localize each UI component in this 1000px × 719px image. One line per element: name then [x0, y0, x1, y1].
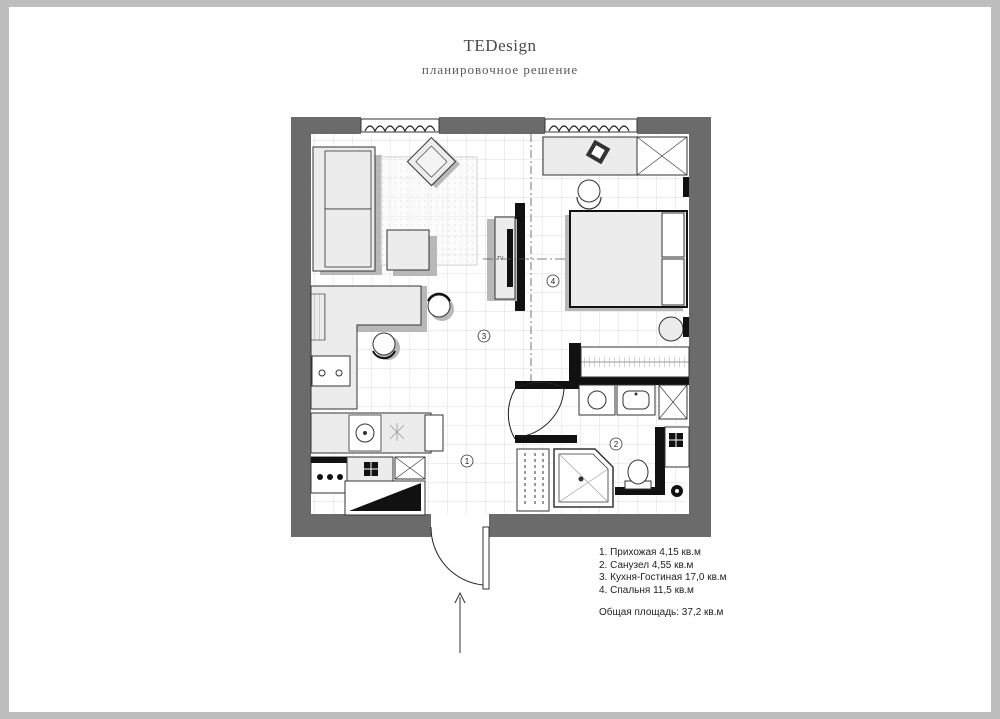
legend-room-1: 1. Прихожая 4,15 кв.м	[599, 547, 701, 558]
outer-walls	[291, 117, 711, 537]
entrance-arrow	[454, 591, 466, 653]
svg-text:4: 4	[551, 277, 556, 286]
room-marker-2: 2	[609, 437, 623, 451]
bar-stool-1	[427, 292, 454, 321]
armchair	[406, 136, 461, 189]
bathroom-cabinet	[658, 384, 688, 420]
sofa	[312, 146, 382, 275]
window-living	[360, 118, 440, 133]
legend-total-area: Общая площадь: 37,2 кв.м	[599, 607, 724, 618]
tv-stand: TV	[487, 216, 517, 301]
toilet	[624, 459, 652, 490]
room-marker-3: 3	[477, 329, 491, 343]
kitchen-counter-lower	[310, 412, 444, 454]
legend-room-4: 4. Спальня 11,5 кв.м	[599, 584, 694, 596]
area-legend: 1. Прихожая 4,15 кв.м 2. Санузел 4,55 кв…	[599, 547, 727, 620]
hall-shoe-rack	[516, 448, 550, 512]
brand-title: TEDesign	[463, 36, 537, 55]
bar-stool-2	[372, 332, 400, 360]
room-marker-1: 1	[460, 454, 474, 468]
legend-room-3: 3. Кухня-Гостиная 17,0 кв.м	[599, 572, 727, 583]
hall-door-arc	[517, 388, 565, 438]
hall-door-swing	[507, 381, 566, 440]
entrance-door	[430, 526, 490, 590]
plan-subtitle: планировочное решение	[421, 62, 579, 77]
bathroom-sink	[616, 384, 656, 416]
inner-walls	[515, 203, 689, 495]
room-marker-4: 4	[546, 274, 560, 288]
appliance-block	[310, 456, 426, 494]
cooktop	[311, 355, 351, 387]
ottoman	[386, 229, 437, 276]
bedroom-pouf	[658, 316, 689, 342]
hall-wardrobe	[344, 480, 426, 516]
bedroom-desk	[542, 136, 688, 176]
legend-room-2: 2. Санузел 4,55 кв.м	[599, 559, 694, 571]
drawing-sheet: TEDesign планировочное решение	[9, 7, 991, 712]
svg-text:3: 3	[482, 332, 487, 341]
floor-plan: TV	[291, 117, 711, 653]
svg-text:1: 1	[465, 457, 470, 466]
boiler	[664, 426, 690, 497]
bedroom-wall-stub	[683, 177, 689, 197]
window-bedroom	[544, 118, 638, 133]
bedroom-wardrobe	[580, 346, 690, 378]
bed	[565, 210, 688, 311]
shower	[553, 448, 614, 508]
tv-label: TV	[497, 256, 504, 262]
desk-chair	[576, 179, 602, 210]
svg-text:2: 2	[614, 440, 619, 449]
washing-machine	[578, 384, 616, 416]
